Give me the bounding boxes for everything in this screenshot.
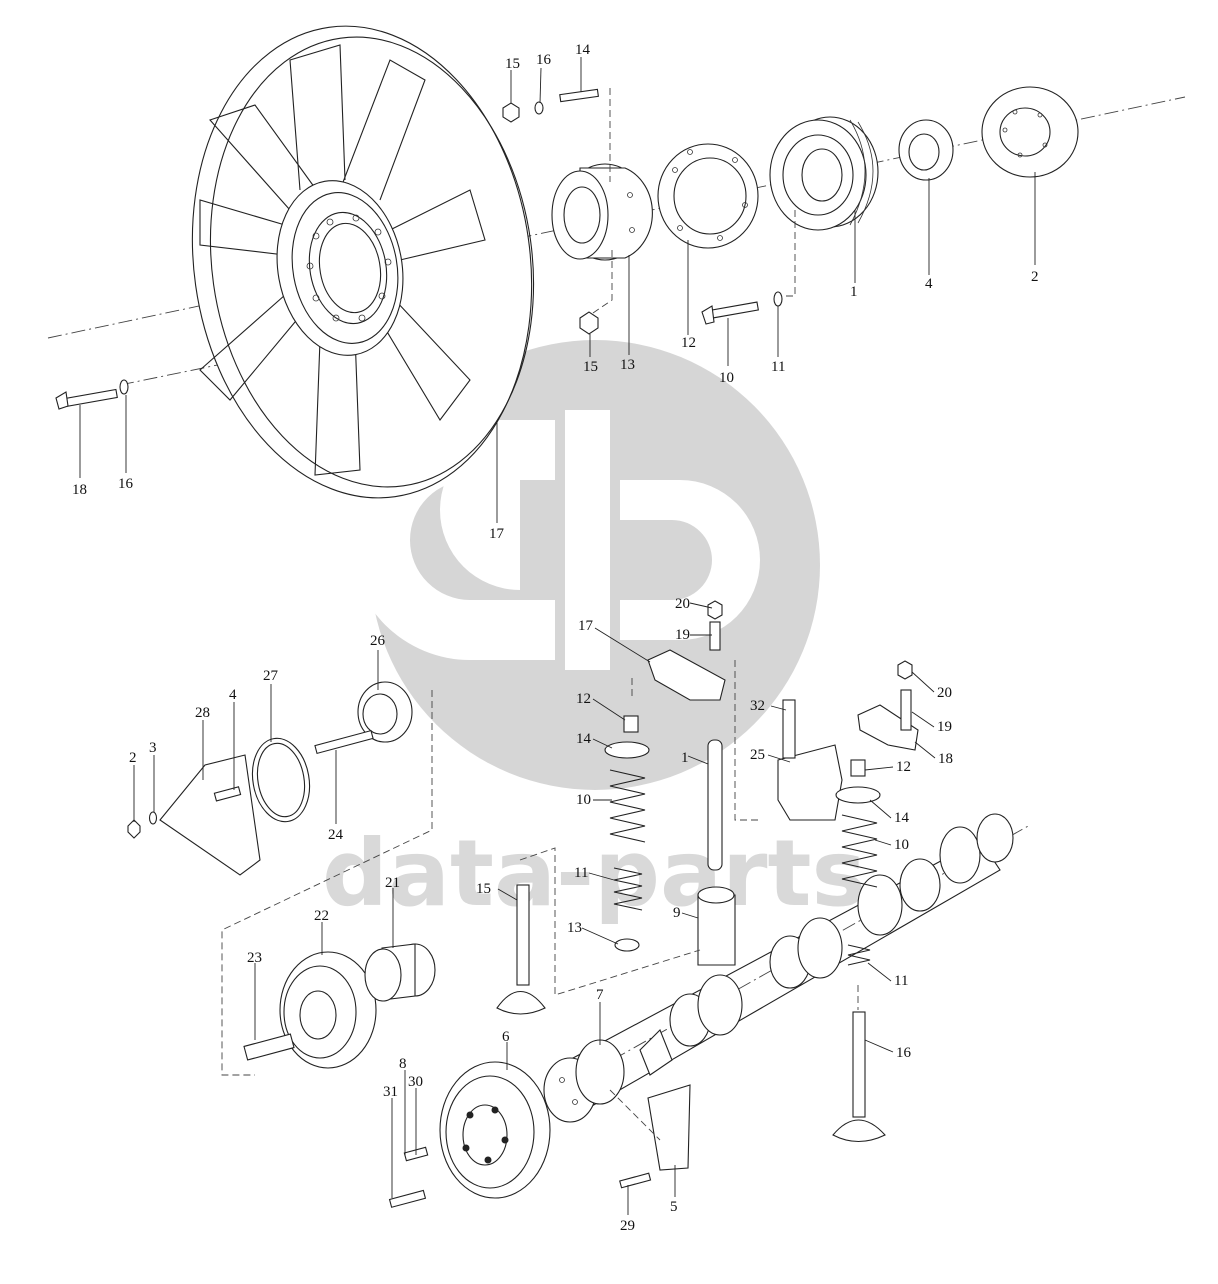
label-16: 16 bbox=[536, 52, 552, 68]
gasket-plate bbox=[657, 143, 759, 249]
fan-bolt bbox=[55, 379, 129, 410]
label-12-right: 12 bbox=[896, 759, 911, 775]
pulley bbox=[769, 116, 879, 231]
cover-plate bbox=[159, 754, 261, 876]
bearing-housing bbox=[551, 163, 653, 261]
idler-shaft bbox=[243, 1033, 295, 1061]
rocker-arm-right bbox=[857, 704, 919, 751]
lock-nut-left bbox=[707, 600, 723, 620]
label-10-right: 10 bbox=[894, 837, 909, 853]
label-16-bolt: 16 bbox=[118, 476, 134, 492]
intake-valve bbox=[496, 884, 546, 1015]
label-22: 22 bbox=[314, 908, 329, 924]
plate-bolt bbox=[619, 1172, 652, 1189]
thrust-plate bbox=[647, 1084, 691, 1171]
label-24: 24 bbox=[328, 827, 344, 843]
label-19-right: 19 bbox=[937, 719, 952, 735]
label-16-valve: 16 bbox=[896, 1045, 912, 1061]
label-13-valve: 13 bbox=[567, 920, 582, 936]
lower-nut bbox=[579, 311, 599, 335]
adjusting-screw-right bbox=[900, 689, 912, 731]
label-11-right: 11 bbox=[894, 973, 908, 989]
valvetrain-assembly: 20 19 17 12 14 10 1 11 15 13 9 32 25 20 … bbox=[127, 596, 1031, 1234]
spacer-hub bbox=[898, 119, 954, 181]
label-25: 25 bbox=[750, 747, 765, 763]
o-ring bbox=[251, 737, 311, 823]
label-29: 29 bbox=[620, 1218, 635, 1234]
label-14-right: 14 bbox=[894, 810, 910, 826]
watermark-text: data-parts bbox=[322, 820, 866, 927]
support-bolt bbox=[782, 699, 796, 759]
label-14: 14 bbox=[575, 42, 591, 58]
label-15-lower: 15 bbox=[583, 359, 598, 375]
label-31: 31 bbox=[383, 1084, 398, 1100]
label-12-left: 12 bbox=[576, 691, 591, 707]
label-14-left: 14 bbox=[576, 731, 592, 747]
label-19: 19 bbox=[675, 627, 690, 643]
valvetrain-leaders bbox=[133, 602, 936, 1215]
valve-spring-left bbox=[604, 715, 650, 952]
valve-spring-right bbox=[835, 759, 881, 966]
label-7: 7 bbox=[596, 987, 604, 1003]
label-20-right: 20 bbox=[937, 685, 952, 701]
cam-gear bbox=[439, 1061, 551, 1199]
watermark-logo bbox=[350, 340, 820, 790]
label-21: 21 bbox=[385, 875, 400, 891]
damper-disc bbox=[981, 86, 1079, 178]
label-10: 10 bbox=[719, 370, 734, 386]
tappet bbox=[697, 894, 736, 966]
cover-bolt bbox=[314, 729, 374, 755]
push-rod bbox=[707, 739, 723, 871]
label-2-nut: 2 bbox=[129, 750, 137, 766]
cover-nut bbox=[127, 819, 141, 839]
adjusting-screw-left bbox=[709, 621, 721, 651]
label-9: 9 bbox=[673, 905, 681, 921]
exhaust-valve bbox=[832, 1011, 886, 1143]
gear-bolt bbox=[388, 1189, 427, 1208]
pulley-bolt bbox=[701, 210, 796, 325]
fan-leaders bbox=[79, 57, 1036, 523]
label-23: 23 bbox=[247, 950, 262, 966]
label-11: 11 bbox=[771, 359, 785, 375]
label-8: 8 bbox=[399, 1056, 407, 1072]
idler-gear bbox=[279, 951, 377, 1069]
label-27: 27 bbox=[263, 668, 279, 684]
label-11-left: 11 bbox=[574, 865, 588, 881]
label-15: 15 bbox=[505, 56, 520, 72]
idler-hub bbox=[364, 943, 436, 1002]
stud-nut-washer bbox=[502, 88, 611, 182]
label-13: 13 bbox=[620, 357, 635, 373]
lock-nut-right bbox=[897, 660, 913, 680]
label-6: 6 bbox=[502, 1029, 510, 1045]
label-30: 30 bbox=[408, 1074, 423, 1090]
label-26: 26 bbox=[370, 633, 386, 649]
label-1-pushrod: 1 bbox=[681, 750, 689, 766]
label-17: 17 bbox=[489, 526, 505, 542]
cover-stud bbox=[213, 786, 242, 802]
rocker-arm-left bbox=[647, 649, 726, 701]
cover-washer bbox=[148, 811, 158, 825]
rocker-support bbox=[777, 744, 843, 821]
fan-assembly: 15 16 14 1 4 2 12 13 15 10 11 18 16 17 bbox=[47, 25, 1186, 542]
label-18-rocker: 18 bbox=[938, 751, 953, 767]
label-28: 28 bbox=[195, 705, 210, 721]
fan-wheel bbox=[191, 25, 535, 499]
label-1: 1 bbox=[850, 284, 858, 300]
label-5: 5 bbox=[670, 1199, 678, 1215]
label-15-valve: 15 bbox=[476, 881, 491, 897]
label-32: 32 bbox=[750, 698, 765, 714]
hub-bolt-holes bbox=[306, 214, 392, 322]
label-4-stud: 4 bbox=[229, 687, 237, 703]
label-18: 18 bbox=[72, 482, 87, 498]
label-2: 2 bbox=[1031, 269, 1039, 285]
label-3-washer: 3 bbox=[149, 740, 157, 756]
camshaft bbox=[543, 813, 1031, 1123]
label-12: 12 bbox=[681, 335, 696, 351]
label-17-rocker: 17 bbox=[578, 618, 594, 634]
label-20: 20 bbox=[675, 596, 690, 612]
label-10-left: 10 bbox=[576, 792, 591, 808]
label-4: 4 bbox=[925, 276, 933, 292]
